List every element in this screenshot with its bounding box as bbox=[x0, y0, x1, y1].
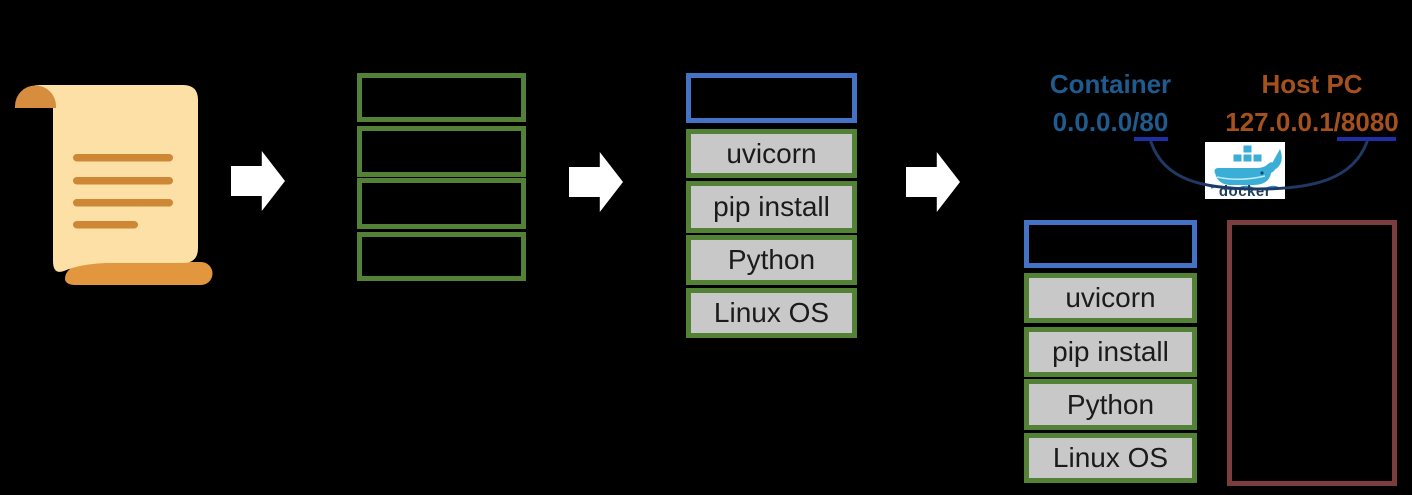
arrow-right-icon bbox=[906, 152, 960, 212]
layer-python: Python bbox=[1024, 379, 1197, 430]
command-box bbox=[357, 126, 526, 177]
layer-uvicorn: uvicorn bbox=[1024, 273, 1197, 323]
layer-python: Python bbox=[686, 235, 857, 285]
layer-linux-os: Linux OS bbox=[1024, 433, 1197, 483]
dockerfile-scroll-icon bbox=[15, 85, 213, 285]
layer-pip-install: pip install bbox=[686, 181, 857, 233]
command-box bbox=[357, 178, 526, 229]
container-address: 0.0.0.0/80 bbox=[1052, 107, 1169, 137]
host-port-underline bbox=[1337, 137, 1396, 141]
layer-linux-os: Linux OS bbox=[686, 288, 857, 338]
arrow-right-icon bbox=[231, 151, 285, 211]
layer-pip-install: pip install bbox=[1024, 327, 1197, 377]
image-top-box bbox=[686, 73, 857, 123]
host-pc-box bbox=[1227, 220, 1397, 486]
host-address: 127.0.0.1/8080 bbox=[1225, 107, 1399, 137]
container-label: Container bbox=[1049, 69, 1172, 99]
command-box bbox=[357, 73, 526, 122]
layer-uvicorn: uvicorn bbox=[686, 129, 857, 178]
host-pc-label: Host PC bbox=[1261, 69, 1363, 99]
arrow-right-icon bbox=[569, 152, 623, 212]
command-box bbox=[357, 232, 526, 281]
docker-logo: docker bbox=[1205, 142, 1285, 199]
docker-wordmark: docker bbox=[1219, 183, 1271, 199]
container-port-underline bbox=[1134, 137, 1168, 141]
container-top-box bbox=[1024, 220, 1197, 268]
